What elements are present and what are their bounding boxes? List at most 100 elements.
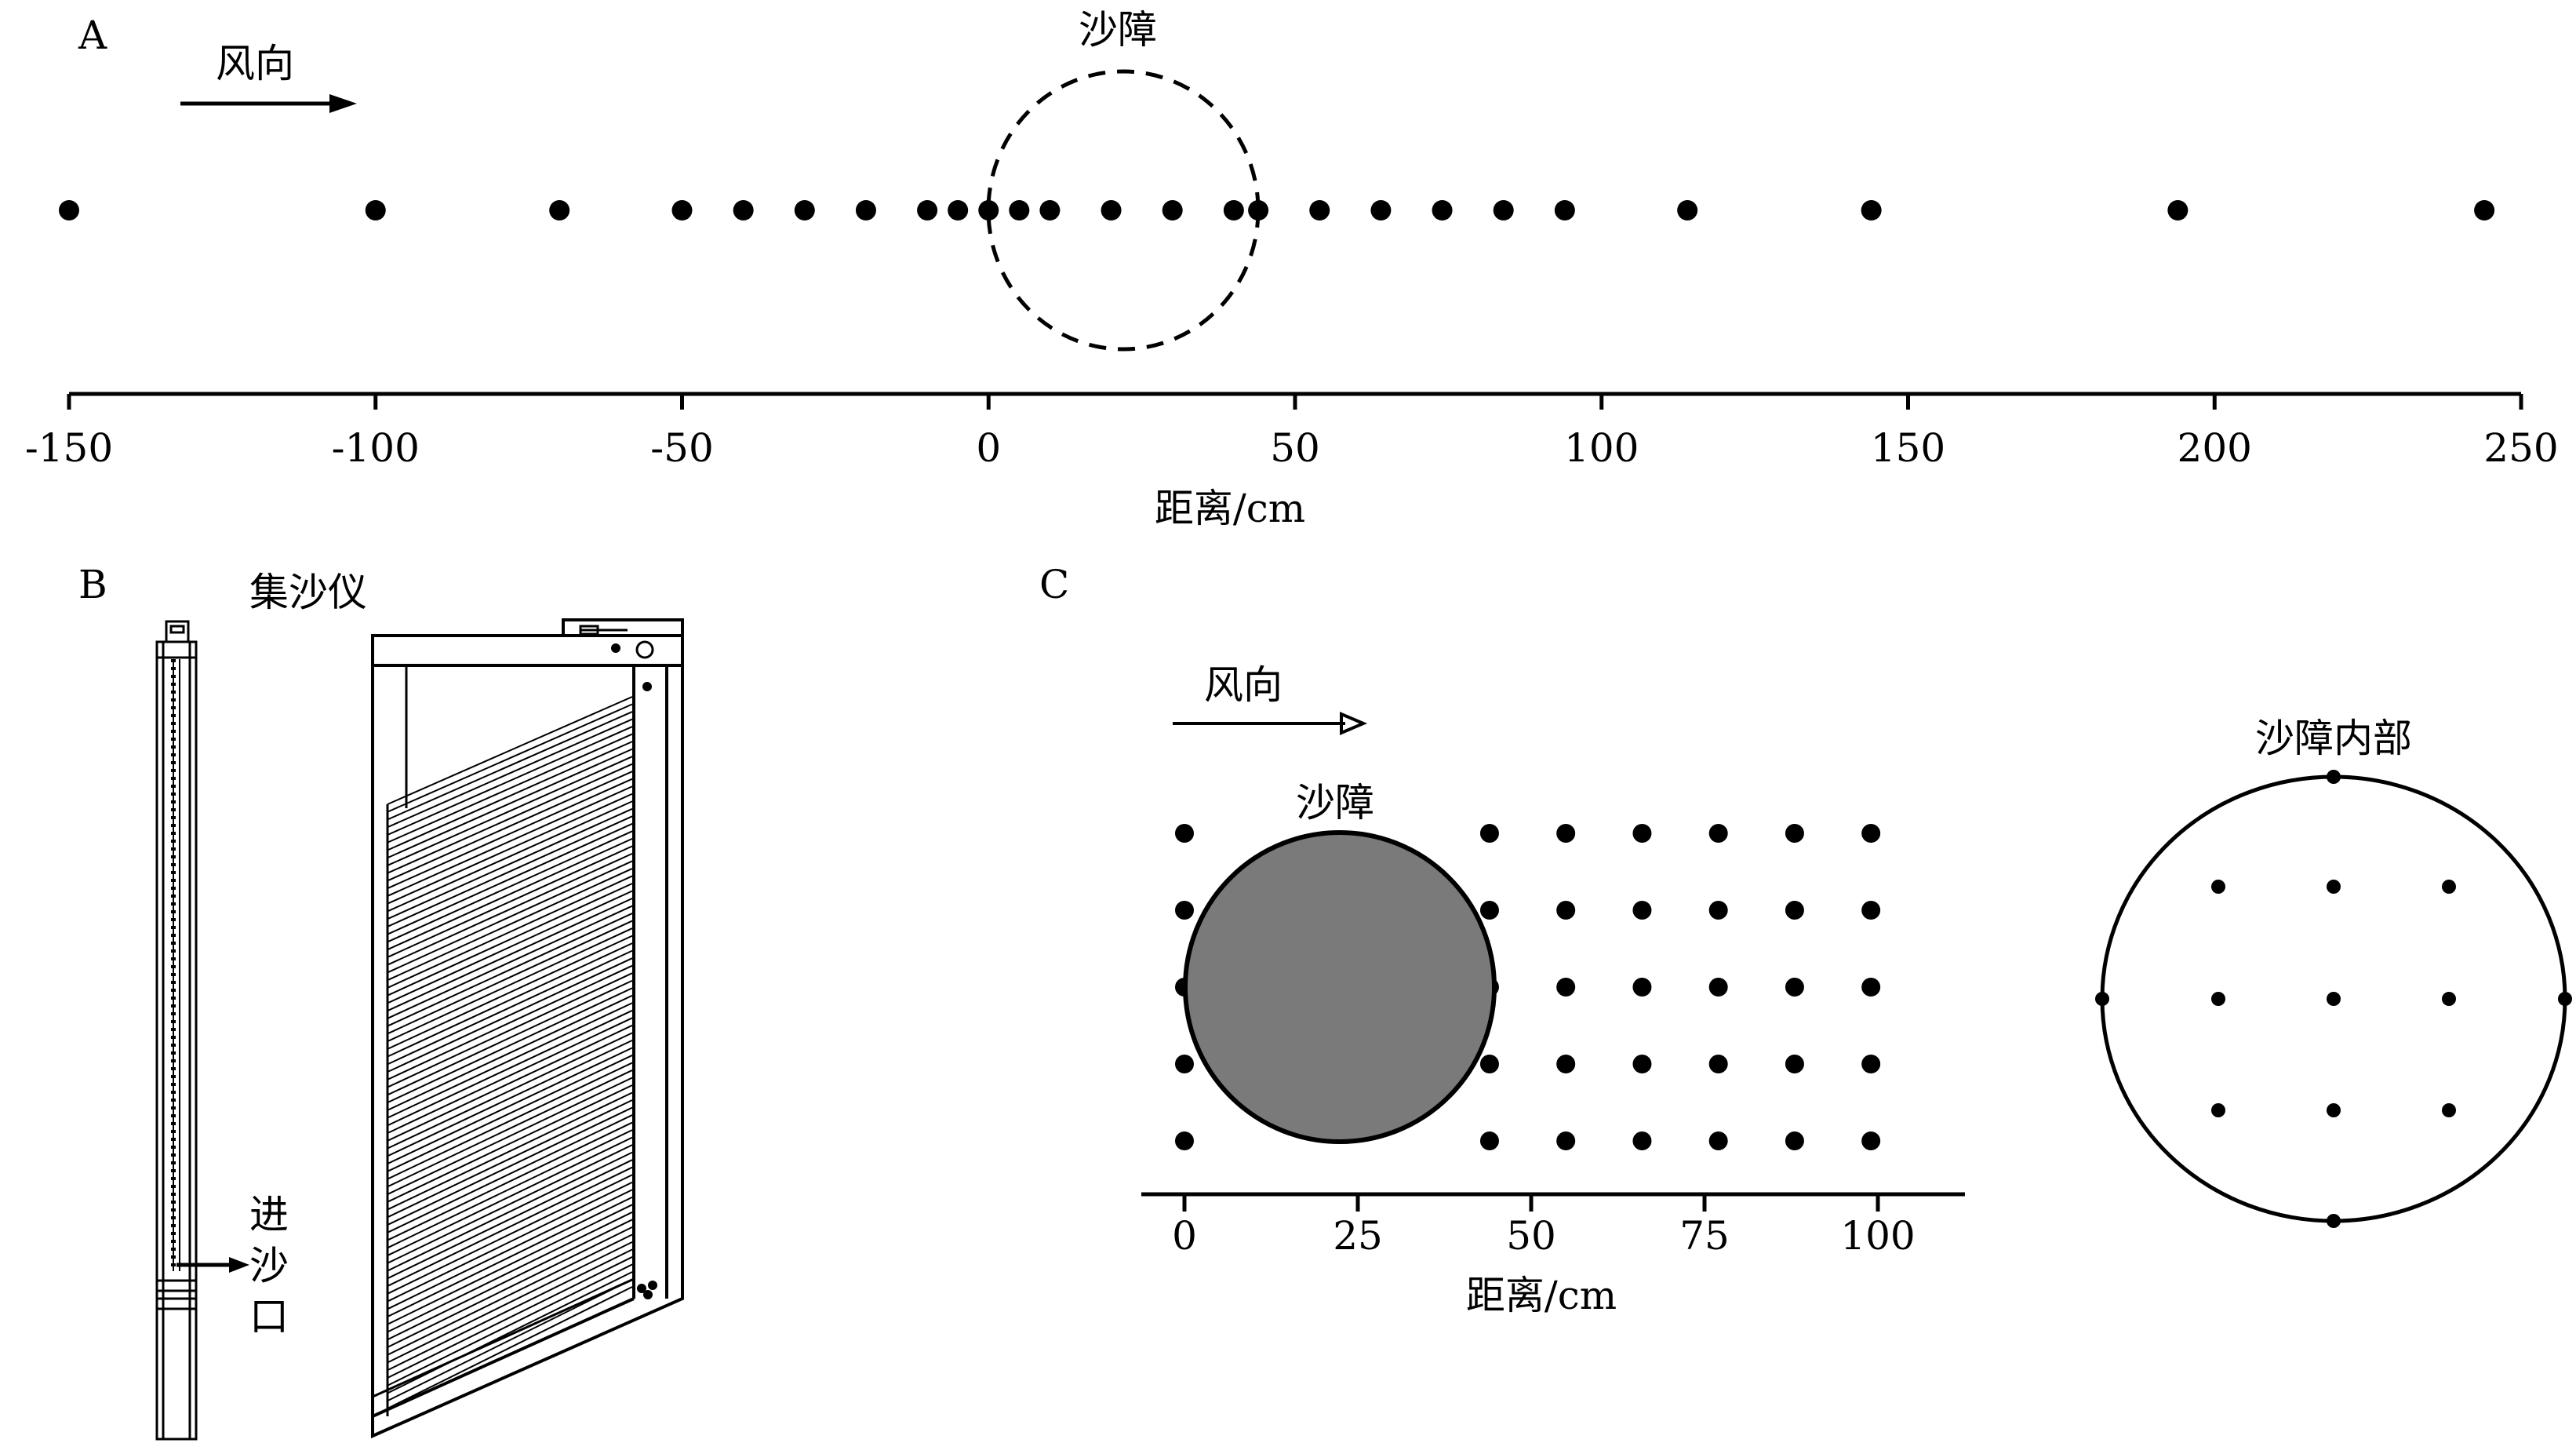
slot-line [387, 733, 633, 844]
slot-line [387, 756, 633, 866]
slot-line [387, 1196, 633, 1317]
grid-point [1861, 978, 1881, 997]
slot-line [387, 1047, 633, 1165]
grid-point [1785, 901, 1804, 920]
slot-line [387, 703, 633, 813]
slot-line [387, 1024, 633, 1142]
grid-point [1632, 901, 1652, 920]
grid-point [1785, 978, 1804, 997]
slot-line [387, 1189, 633, 1310]
slot-line [387, 1233, 633, 1356]
sampling-point [59, 200, 79, 220]
sampling-point [1370, 200, 1392, 220]
tick-label: -100 [332, 425, 420, 471]
slot-line [387, 1144, 633, 1264]
slot-line [387, 972, 633, 1088]
grid-point [1556, 824, 1576, 843]
grid-point [1632, 1055, 1652, 1073]
tick-label: -50 [650, 425, 714, 471]
tick-label: -150 [25, 425, 113, 471]
slot-line [387, 1039, 633, 1157]
sampling-point [1677, 200, 1698, 220]
slot-line [387, 1121, 633, 1241]
inlet-label-char-1: 进 [249, 1192, 289, 1237]
grid-point [1708, 1055, 1728, 1073]
slot-line [387, 942, 633, 1058]
slot-line [387, 1181, 633, 1303]
slot-line [387, 1219, 633, 1341]
slot-line [387, 1271, 633, 1394]
tick-label: 0 [1172, 1213, 1197, 1259]
interior-point [2327, 880, 2341, 894]
slot-line [387, 1077, 633, 1195]
slot-line [387, 852, 633, 966]
grid-point [1556, 1131, 1576, 1150]
grid-point [1708, 824, 1728, 843]
sand-collector-slots [387, 696, 633, 1409]
slot-line [387, 1106, 633, 1226]
slot-line [387, 957, 633, 1073]
interior-point [2327, 770, 2341, 784]
panel-a-wind-arrow [180, 94, 357, 113]
grid-point [1632, 1131, 1652, 1150]
slot-line [387, 837, 633, 951]
slot-line [387, 935, 633, 1050]
interior-point [2327, 1103, 2341, 1117]
slot-line [387, 979, 633, 1096]
slot-line [387, 1136, 633, 1256]
panel-a-wind-label: 风向 [216, 41, 294, 86]
sampling-point [948, 200, 969, 220]
slot-line [387, 830, 633, 943]
slot-line [387, 1099, 633, 1219]
grid-point [1175, 1055, 1194, 1073]
grid-point [1175, 824, 1194, 843]
slot-line [387, 987, 633, 1104]
slot-line [387, 920, 633, 1035]
panel-c-axis-label: 距离/cm [1466, 1273, 1617, 1318]
panel-a-letter: A [78, 13, 107, 58]
grid-point [1632, 824, 1652, 843]
grid-point [1785, 1055, 1804, 1073]
slot-line [387, 1114, 633, 1233]
tick-label: 50 [1506, 1213, 1556, 1259]
slot-line [387, 1263, 633, 1387]
slot-line [387, 711, 633, 821]
slot-line [387, 748, 633, 859]
tick-label: 100 [1840, 1213, 1915, 1259]
tick-label: 150 [1871, 425, 1945, 471]
sampling-point [1162, 200, 1183, 220]
slot-line [387, 1069, 633, 1188]
sampling-point [1554, 200, 1575, 220]
panel-a-barrier-label: 沙障 [1079, 7, 1157, 53]
barrier-interior-points [2095, 770, 2572, 1228]
slot-line [387, 1174, 633, 1295]
barrier-interior-label: 沙障内部 [2255, 716, 2412, 761]
slot-line [387, 1204, 633, 1325]
slot-line [387, 1241, 633, 1364]
panel-a-axis-label: 距离/cm [1155, 486, 1305, 531]
sampling-point [1309, 200, 1330, 220]
grid-point [1175, 1131, 1194, 1150]
slot-line [387, 1017, 633, 1135]
slot-line [387, 778, 633, 890]
interior-point [2327, 1214, 2341, 1228]
slot-line [387, 1062, 633, 1180]
slot-line [387, 771, 633, 882]
grid-point [1861, 824, 1881, 843]
tick-label: 50 [1270, 425, 1320, 471]
slot-line [387, 815, 633, 927]
grid-point [1708, 1131, 1728, 1150]
slot-line [387, 1129, 633, 1249]
slot-line [387, 1278, 633, 1402]
slot-line [387, 905, 633, 1019]
slot-line [387, 868, 633, 982]
interior-point [2095, 992, 2109, 1006]
grid-point [1479, 1055, 1499, 1073]
sampling-point [855, 200, 876, 220]
slot-line [387, 793, 633, 905]
tick-label: 0 [976, 425, 1001, 471]
tick-label: 200 [2178, 425, 2252, 471]
slot-line [387, 1002, 633, 1119]
